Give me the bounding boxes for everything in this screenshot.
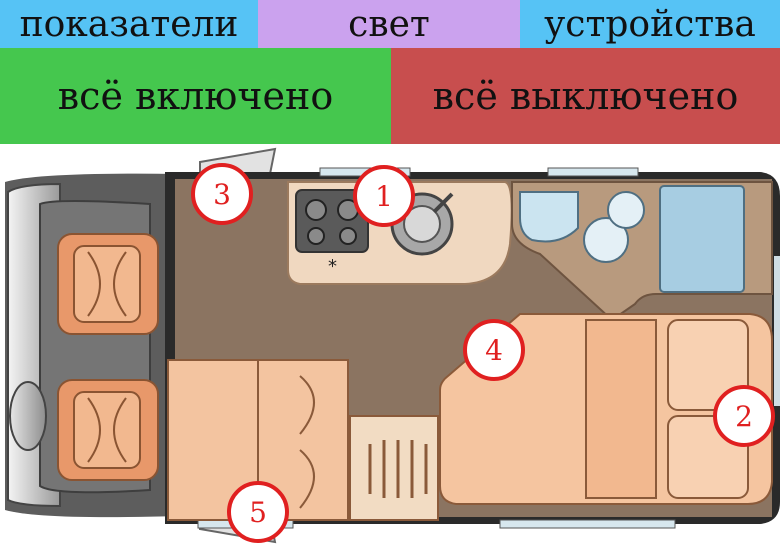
window-bottom-rear: [499, 519, 676, 529]
window-rear: [774, 256, 780, 406]
marker-5-label: 5: [249, 496, 267, 529]
tab-devices[interactable]: устройства: [520, 0, 780, 48]
vehicle-cab: [5, 147, 277, 544]
marker-5[interactable]: 5: [227, 481, 289, 543]
marker-3[interactable]: 3: [191, 163, 253, 225]
toilet-icon: [583, 217, 629, 263]
tab-light[interactable]: свет: [258, 0, 520, 48]
marker-2-label: 2: [735, 400, 753, 433]
rear-bed: [439, 313, 773, 505]
bathroom: [511, 181, 773, 322]
floor-plan: * 1 2 3 4 5: [5, 147, 780, 544]
steering-wheel-icon: [9, 381, 47, 451]
marker-1-label: 1: [375, 180, 393, 213]
fridge-icon: *: [328, 256, 337, 277]
marker-4-label: 4: [485, 334, 503, 367]
window-top-rear: [547, 167, 639, 177]
marker-1[interactable]: 1: [353, 165, 415, 227]
cab-seat-left: [57, 379, 159, 481]
cab-seat-right: [57, 233, 159, 335]
wardrobe: [349, 415, 439, 521]
marker-2[interactable]: 2: [713, 385, 775, 447]
marker-3-label: 3: [213, 178, 231, 211]
all-on-button[interactable]: всё включено: [0, 48, 391, 144]
marker-4[interactable]: 4: [463, 319, 525, 381]
washbasin-icon: [519, 191, 579, 243]
tab-indicators[interactable]: показатели: [0, 0, 258, 48]
shower-icon: [659, 185, 745, 293]
all-off-button[interactable]: всё выключено: [391, 48, 780, 144]
